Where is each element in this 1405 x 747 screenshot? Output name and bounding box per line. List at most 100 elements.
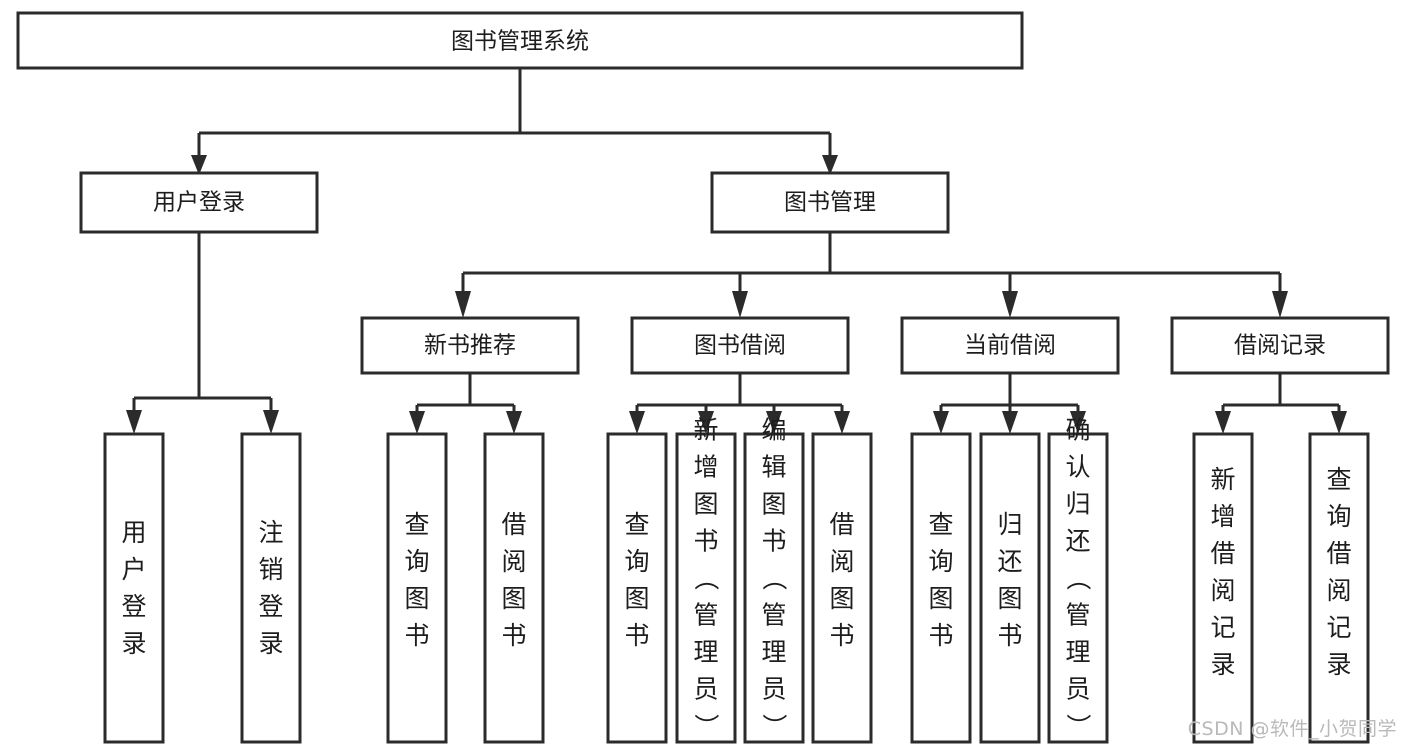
leaf-box[interactable] <box>743 432 805 744</box>
leaf-label-char: 理 <box>693 638 718 667</box>
leaf-box[interactable] <box>1047 432 1109 744</box>
leaf-label-char: 书 <box>501 621 526 650</box>
arrow-head-leaf-borrow-record-1 <box>1215 411 1231 434</box>
leaf-node-user-login-1[interactable]: 用户登录 <box>103 432 165 744</box>
arrow-head-current-borrow <box>1002 291 1018 318</box>
leaf-label-char: 新 <box>1210 465 1235 494</box>
leaf-box[interactable] <box>910 432 972 744</box>
node-borrow-record[interactable]: 借阅记录 <box>1170 316 1390 375</box>
arrow-head-book-manage <box>822 155 838 175</box>
leaf-label-char: 书 <box>997 621 1022 650</box>
leaf-label-char: 书 <box>404 621 429 650</box>
leaf-label-char: 还 <box>997 547 1022 576</box>
leaf-box[interactable] <box>103 432 165 744</box>
node-book-borrow-box[interactable] <box>630 316 850 375</box>
arrow-head-borrow-record <box>1272 291 1288 318</box>
node-current-borrow-box[interactable] <box>900 316 1120 375</box>
arrow-head-leaf-new-book-1 <box>409 411 425 434</box>
leaf-box[interactable] <box>483 432 545 744</box>
arrow-head-book-borrow <box>732 291 748 318</box>
leaf-box[interactable] <box>1308 432 1370 744</box>
node-root-label: 图书管理系统 <box>451 29 589 55</box>
arrow-head-leaf-current-borrow-3 <box>1070 411 1086 434</box>
leaf-label-char: 归 <box>997 510 1022 539</box>
node-user-login-label: 用户登录 <box>153 190 245 216</box>
node-current-borrow[interactable]: 当前借阅 <box>900 316 1120 375</box>
leaf-box[interactable] <box>240 432 302 744</box>
leaf-label-char: 查 <box>624 510 649 539</box>
leaf-box[interactable] <box>386 432 448 744</box>
arrow-head-leaf-borrow-record-2 <box>1331 411 1347 434</box>
arrow-head-leaf-current-borrow-2 <box>1002 411 1018 434</box>
node-user-login-box[interactable] <box>79 171 319 234</box>
leaf-label-char: 阅 <box>829 547 854 576</box>
arrow-head-leaf-book-borrow-4 <box>834 411 850 434</box>
node-book-borrow[interactable]: 图书借阅 <box>630 316 850 375</box>
leaf-label-char: （ <box>760 565 789 590</box>
leaf-label-char: 图 <box>693 490 718 519</box>
leaf-label-char: 询 <box>624 547 649 576</box>
node-root[interactable]: 图书管理系统 <box>16 11 1024 70</box>
leaf-label-char: 用 <box>121 518 146 547</box>
leaf-box[interactable] <box>979 432 1041 744</box>
node-new-book-recommend-label: 新书推荐 <box>424 333 516 359</box>
node-borrow-record-box[interactable] <box>1170 316 1390 375</box>
node-book-manage-box[interactable] <box>710 171 950 234</box>
leaf-label-char: 借 <box>829 510 854 539</box>
leaf-box[interactable] <box>675 432 737 744</box>
leaf-box[interactable] <box>811 432 873 744</box>
node-current-borrow-label: 当前借阅 <box>964 333 1056 359</box>
leaf-label-char: 录 <box>258 629 283 658</box>
leaf-label-char: 记 <box>1326 613 1351 642</box>
leaf-label-char: ） <box>692 713 721 738</box>
leaf-label-char: 登 <box>121 592 146 621</box>
leaf-label-char: 询 <box>928 547 953 576</box>
leaf-label-char: ） <box>1064 713 1093 738</box>
leaf-label-char: 录 <box>1326 650 1351 679</box>
node-root-box[interactable] <box>16 11 1024 70</box>
leaf-label-char: ） <box>760 713 789 738</box>
leaf-label-char: 管 <box>1065 601 1090 630</box>
node-book-manage[interactable]: 图书管理 <box>710 171 950 234</box>
leaf-label-char: 阅 <box>1210 576 1235 605</box>
leaf-label-char: 管 <box>761 601 786 630</box>
leaf-label-char: 询 <box>404 547 429 576</box>
node-new-book-recommend[interactable]: 新书推荐 <box>360 316 580 375</box>
arrow-head-user-login <box>191 155 207 175</box>
leaf-label-char: 员 <box>761 675 786 704</box>
connector-layer <box>126 68 1347 434</box>
leaf-label-char: 辑 <box>761 453 786 482</box>
leaf-label-char: 户 <box>121 555 146 584</box>
leaf-label-char: 借 <box>1210 539 1235 568</box>
leaf-label-char: 图 <box>829 584 854 613</box>
leaf-box[interactable] <box>606 432 668 744</box>
arrow-head-leaf-new-book-2 <box>506 411 522 434</box>
leaf-label-char: 书 <box>693 527 718 556</box>
leaf-label-char: 图 <box>761 490 786 519</box>
leaf-label-char: 新 <box>693 416 718 445</box>
leaf-label-char: 书 <box>624 621 649 650</box>
leaf-label-char: 注 <box>258 518 283 547</box>
node-new-book-recommend-box[interactable] <box>360 316 580 375</box>
leaf-label-char: 员 <box>1065 675 1090 704</box>
leaf-label-char: 书 <box>928 621 953 650</box>
leaf-label-char: 查 <box>1326 465 1351 494</box>
leaf-label-char: 书 <box>829 621 854 650</box>
leaf-label-char: （ <box>1064 565 1093 590</box>
leaf-box[interactable] <box>1192 432 1254 744</box>
node-user-login[interactable]: 用户登录 <box>79 171 319 234</box>
leaf-label-char: 阅 <box>1326 576 1351 605</box>
